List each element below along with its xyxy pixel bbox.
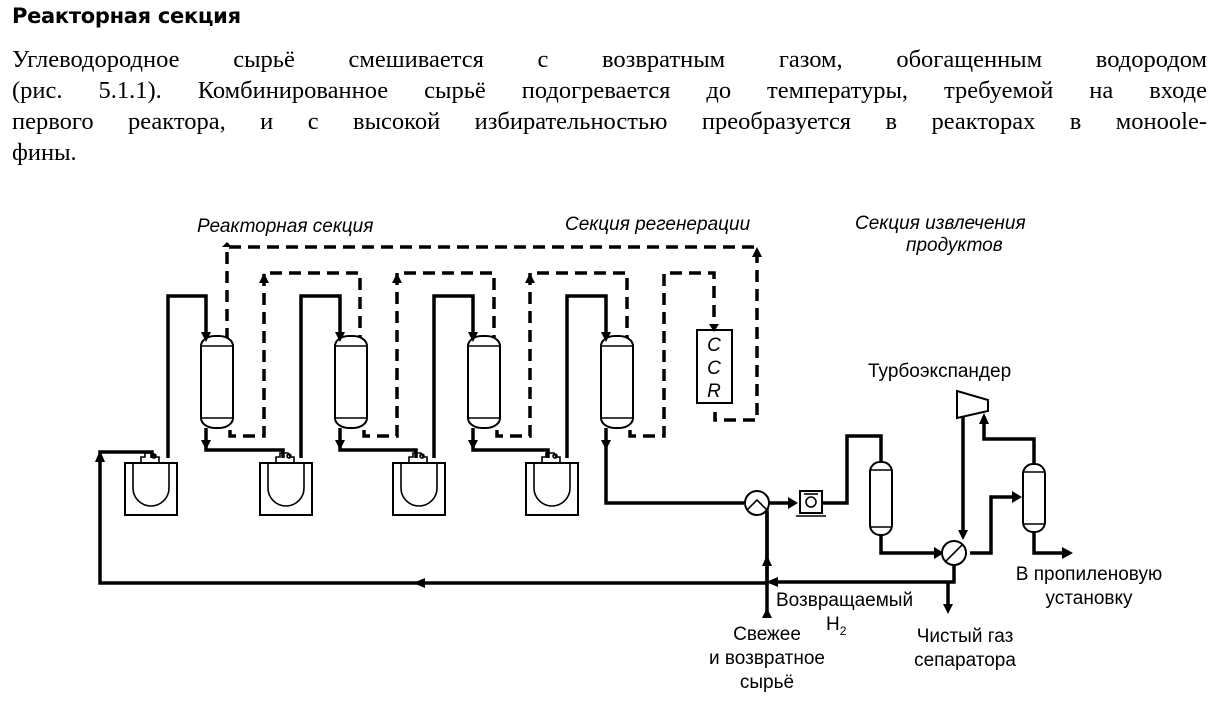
ccr-regenerator: C C R [696, 324, 733, 404]
reactor-vessel-icon [467, 335, 501, 429]
arrow-up-icon [392, 273, 402, 283]
label-turboexpander: Турбоэкспандер [868, 361, 1011, 382]
arrow-up-icon [95, 450, 105, 462]
label-h2: H2 [826, 614, 847, 638]
label-feed-line1: Свежее [733, 624, 801, 645]
separator-vessel-icon [869, 461, 893, 536]
arrow-down-icon [468, 332, 478, 342]
arrow-down-icon [958, 530, 968, 540]
chiller-exchanger-icon [941, 540, 967, 566]
fired-heater-icon [392, 452, 446, 516]
reactor-vessel-icon [334, 335, 368, 429]
ccr-letter: C [707, 358, 721, 379]
arrow-up-icon [762, 608, 772, 618]
arrow-head [222, 242, 232, 247]
catalyst-r3-r4 [495, 271, 629, 438]
arrow-down-icon [201, 440, 211, 450]
process-lines [95, 294, 1073, 618]
paragraph-line: фины. [12, 139, 77, 166]
reactor-vessel-icon [200, 335, 234, 429]
fired-heater-icon [525, 452, 579, 516]
arrow-down-icon [335, 332, 345, 342]
intro-paragraph: Углеводородное сырьё смешивается с возвр… [12, 44, 1207, 168]
arrow-down-icon [201, 332, 211, 342]
chiller-to-column [970, 495, 1016, 555]
r2-to-h3 [338, 428, 418, 458]
label-recovery-section-line2: продуктов [906, 235, 1003, 256]
separator-to-chiller [879, 535, 938, 555]
label-feed-line2: и возвратное [709, 648, 825, 669]
label-recovery-section-line1: Секция извлечения [855, 213, 1026, 234]
r3-to-h4 [471, 428, 550, 458]
section-heading: Реакторная секция [12, 4, 241, 28]
arrow-right-icon [788, 497, 798, 509]
arrow-up-icon [979, 413, 989, 424]
arrow-right-icon [1012, 491, 1022, 503]
h3-to-r3 [432, 294, 475, 458]
h2-to-r2 [299, 294, 342, 458]
label-regeneration-section: Секция регенерации [565, 214, 751, 235]
r4-to-exchanger [604, 428, 744, 505]
arrow-down-icon [601, 440, 611, 450]
ccr-letter: R [707, 381, 721, 402]
arrow-down-icon [335, 440, 345, 450]
arrow-left-icon [766, 577, 778, 587]
h2-symbol: H [826, 614, 840, 635]
label-reactor-section: Реакторная секция [197, 216, 373, 237]
product-line [1032, 532, 1066, 555]
h4-to-r4 [565, 294, 608, 458]
label-net-gas-line2: сепаратора [914, 650, 1016, 671]
h2-subscript: 2 [840, 624, 847, 638]
arrow-down-icon [468, 440, 478, 450]
paragraph-line: Углеводородное сырьё смешивается с возвр… [12, 46, 1207, 73]
heaters-group [124, 452, 579, 516]
label-to-propylene-line1: В пропиленовую [1016, 564, 1162, 585]
arrow-up-icon [752, 247, 762, 257]
label-recycle-h2: Возвращаемый [776, 590, 913, 611]
arrow-down-icon [943, 604, 953, 614]
paragraph-line: первого реактора, и с высокой избиратель… [12, 108, 1207, 135]
label-net-gas-line1: Чистый газ [917, 626, 1014, 647]
h1-to-r1 [166, 294, 208, 458]
arrow-down-icon [601, 332, 611, 342]
arrow-up-icon [259, 273, 269, 283]
arrow-down-icon [709, 324, 719, 332]
fired-heater-icon [259, 452, 313, 516]
fired-heater-icon [124, 452, 178, 516]
arrow-left-icon [413, 578, 425, 588]
catalyst-return-line [225, 245, 759, 422]
label-to-propylene-line2: установку [1045, 588, 1133, 609]
arrow-up-icon [525, 273, 535, 283]
cooler-to-separator [822, 434, 883, 505]
arrow-right-icon [1062, 547, 1073, 559]
label-feed-line3: сырьё [740, 672, 794, 693]
catalyst-r4-ccr [628, 271, 716, 438]
catalyst-flow-lines [222, 242, 762, 438]
feed-effluent-exchanger-icon [744, 490, 770, 516]
catalyst-r2-r3 [362, 271, 496, 438]
column-to-turboexpander [982, 416, 1036, 464]
turboexpander-icon [956, 389, 989, 420]
r1-to-h2 [204, 428, 285, 458]
arrow-up-icon [762, 555, 772, 566]
catalyst-r1-r2 [228, 271, 362, 438]
ccr-letter: C [707, 335, 721, 356]
paragraph-line: (рис. 5.1.1). Комбинированное сырьё подо… [12, 77, 1207, 104]
arrow-right-icon [934, 547, 944, 559]
recycle-h2-line [770, 566, 956, 584]
product-column-icon [1022, 463, 1046, 533]
cooler-icon [796, 490, 826, 517]
reactors-group [200, 335, 634, 429]
reactor-vessel-icon [600, 335, 634, 429]
